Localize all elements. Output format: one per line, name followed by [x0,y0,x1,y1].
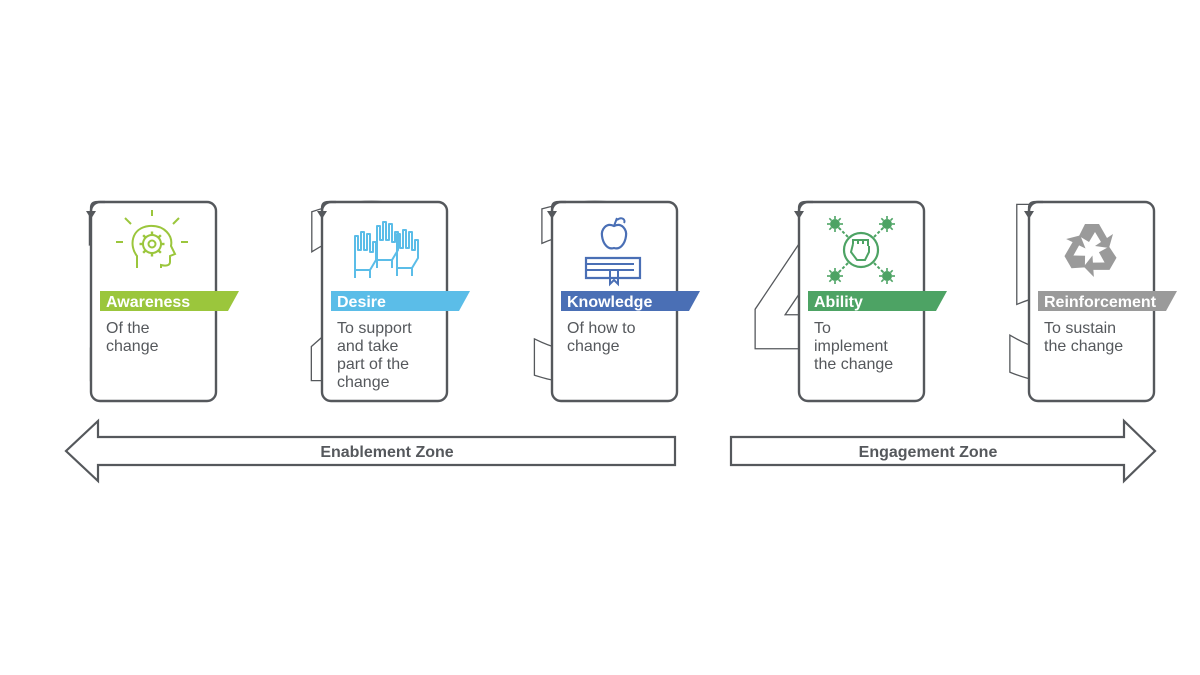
step-description-line: the change [814,356,893,373]
head-gear-icon [116,210,188,268]
flow-arrowhead [794,211,804,219]
raised-hands-icon [354,221,419,278]
step-description-line: To sustain [1044,320,1116,337]
flow-arrowhead [1024,211,1034,219]
step-label-tag [1038,291,1177,311]
engagement-zone-arrow: Engagement Zone [729,418,1157,484]
step-description-line: implement [814,338,888,355]
step-description-line: change [337,374,390,391]
left-arrow-shape [64,418,677,484]
right-arrow-shape [729,418,1157,484]
step-label: Desire [337,294,386,311]
enablement-zone-label: Enablement Zone [320,444,453,461]
step-description-line: Of how to [567,320,636,337]
step-4: 4AbilityToimplementthe change [744,156,947,438]
step-description-line: and take [337,338,398,355]
step-label-tag [100,291,239,311]
step-description-line: To [814,320,831,337]
steps-layer: 1AwarenessOf thechange2DesireTo supporta… [62,156,1177,438]
book-apple-icon [584,217,642,287]
flow-arrow [797,200,813,212]
flow-arrow [89,200,105,212]
step-description-line: change [567,338,620,355]
step-description-line: part of the [337,356,409,373]
engagement-zone-label: Engagement Zone [859,444,998,461]
step-description-line: To support [337,320,412,337]
flow-arrow [320,200,336,212]
step-label-tag [808,291,947,311]
flow-arrowhead [547,211,557,219]
step-label: Knowledge [567,294,652,311]
recycle-icon [1064,224,1117,278]
step-label-tag [331,291,470,311]
step-description-line: Of the [106,320,150,337]
step-label-tag [561,291,700,311]
flow-arrowhead [317,211,327,219]
flow-arrow [1027,200,1043,212]
step-label: Reinforcement [1044,294,1157,311]
flow-arrowhead [86,211,96,219]
step-description-line: the change [1044,338,1123,355]
enablement-zone-arrow: Enablement Zone [64,418,677,484]
fist-network-icon [827,216,895,284]
flow-arrow [550,200,566,212]
step-description-line: change [106,338,159,355]
step-label: Ability [814,294,863,311]
step-label: Awareness [106,294,190,311]
